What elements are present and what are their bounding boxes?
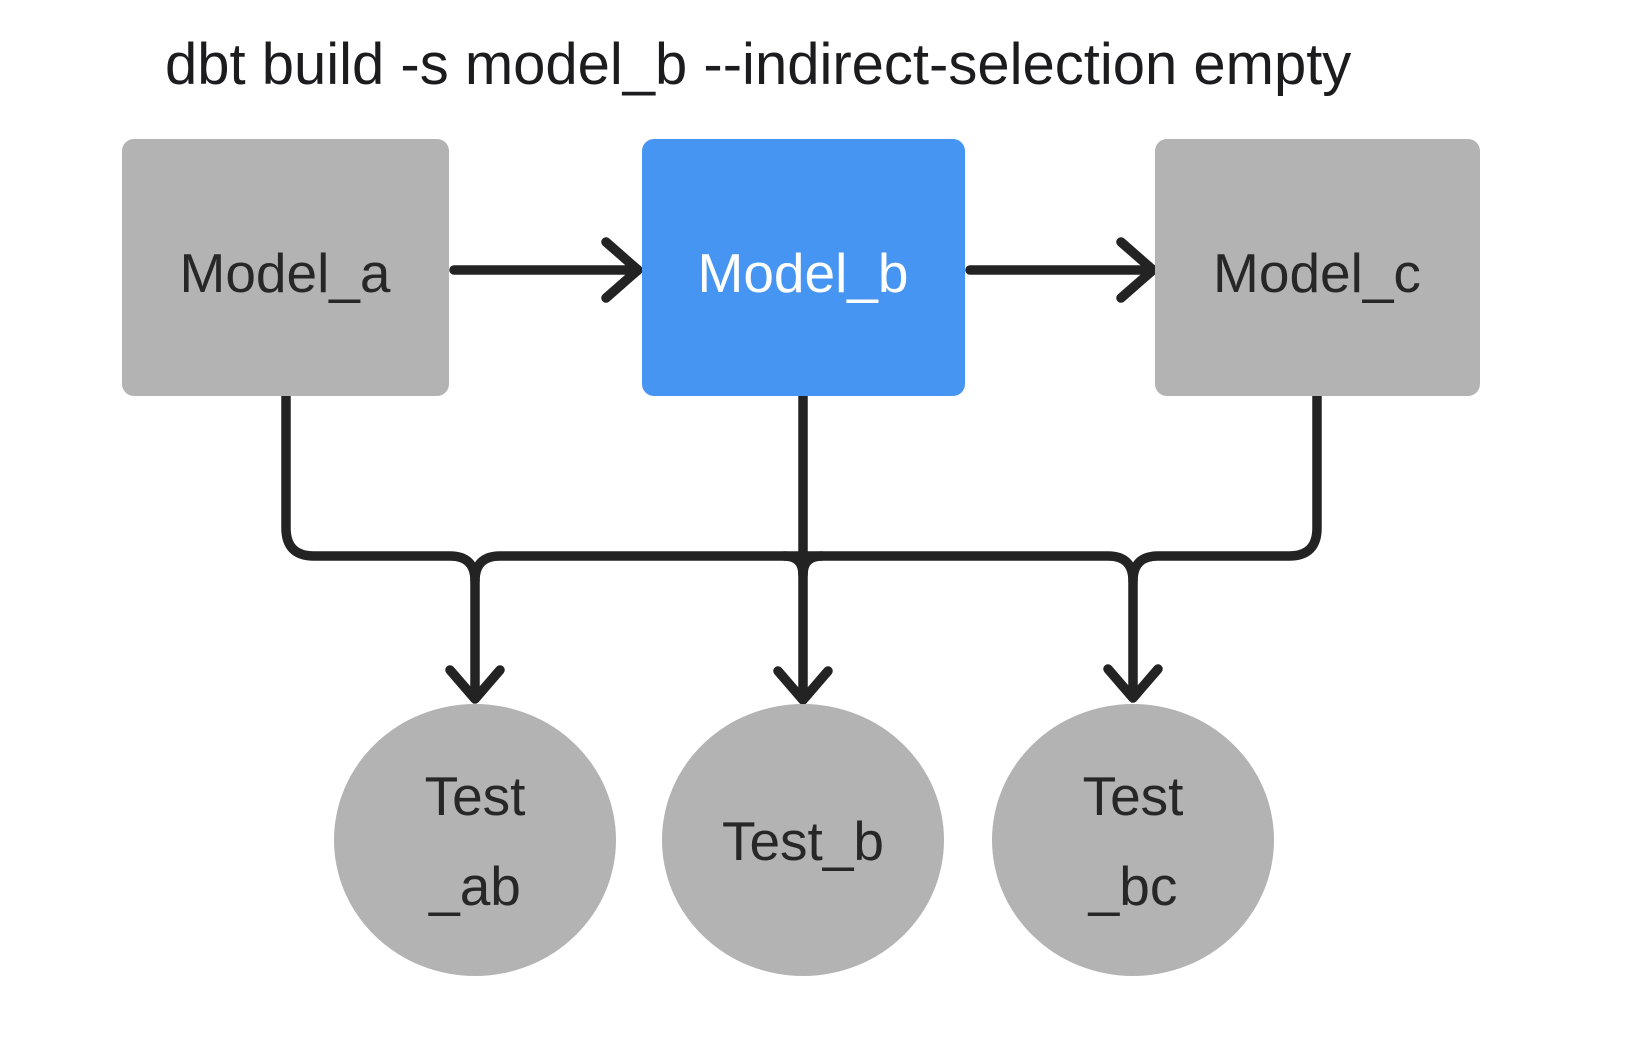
edge-model-b-to-test-ab <box>470 551 808 586</box>
arrowhead-right-icon <box>1116 237 1158 303</box>
node-test-ab <box>334 704 616 976</box>
node-model-b-label: Model_b <box>698 242 909 304</box>
node-model-c <box>1155 139 1480 396</box>
node-model-b <box>642 139 965 396</box>
diagram-title: dbt build -s model_b --indirect-selectio… <box>165 32 1351 97</box>
arrowhead-down-icon <box>445 665 505 704</box>
junction-fillet-right <box>798 551 827 580</box>
nodes-layer: Model_a Model_b Model_c Test _ab Test_b … <box>122 139 1480 976</box>
edge-model-b-to-test-bc <box>798 551 1138 586</box>
arrowhead-right-icon <box>601 237 643 303</box>
node-test-b <box>662 704 944 976</box>
edges-layer <box>281 237 1322 705</box>
node-test-bc-label-line2: _bc <box>1088 855 1178 917</box>
node-model-c-label: Model_c <box>1213 242 1421 304</box>
arrowhead-down-icon <box>1103 664 1163 703</box>
edge-model-a-to-test-ab <box>281 391 480 698</box>
node-model-a <box>122 139 449 396</box>
arrowhead-down-icon <box>773 666 833 705</box>
node-model-a-label: Model_a <box>180 242 391 304</box>
node-test-ab-label-line2: _ab <box>428 855 521 917</box>
node-test-ab-label-line1: Test <box>425 765 526 827</box>
node-test-bc <box>992 704 1274 976</box>
edge-model-c-to-test-bc <box>1128 391 1322 698</box>
node-test-bc-label-line1: Test <box>1083 765 1184 827</box>
node-test-b-label: Test_b <box>722 810 884 872</box>
